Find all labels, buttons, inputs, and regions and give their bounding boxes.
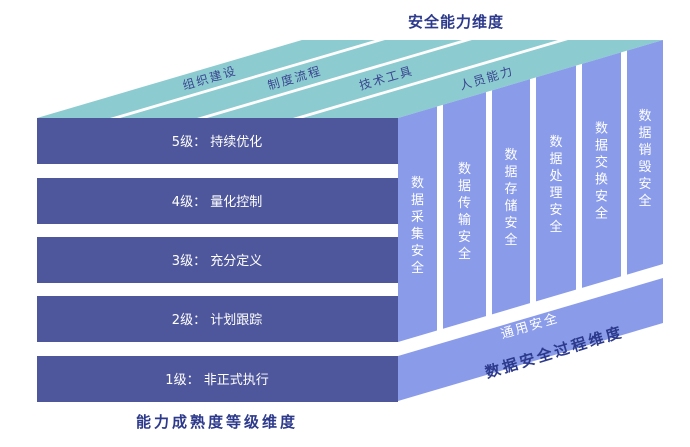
maturity-level-label: 1级： 非正式执行 xyxy=(165,373,268,388)
process-stage-face xyxy=(492,79,530,315)
maturity-level-row: 4级： 量化控制 xyxy=(37,178,398,224)
maturity-level-bar xyxy=(37,237,398,283)
capability-strip-face xyxy=(207,40,558,118)
maturity-level-rows: 5级： 持续优化 4级： 量化控制 3级： 充分定义 2级： 计划跟踪 1级： 非正式执… xyxy=(37,118,398,402)
capability-dimension-title: 安全能力维度 xyxy=(408,13,504,31)
capability-dimension-strips: 组织建设制度流程技术工具人员能力 xyxy=(37,40,663,118)
process-stage-label: 数据销毁安全 xyxy=(638,109,651,209)
process-stage-column: 数据处理安全 xyxy=(536,65,576,302)
maturity-level-label: 2级： 计划跟踪 xyxy=(172,313,262,328)
maturity-level-row: 1级： 非正式执行 xyxy=(37,356,398,402)
maturity-level-bar xyxy=(37,356,398,402)
process-stage-column: 数据传输安全 xyxy=(443,92,486,329)
process-stage-label: 数据存储安全 xyxy=(504,148,517,248)
process-stage-label: 数据交换安全 xyxy=(595,122,608,222)
process-stage-face xyxy=(582,52,621,288)
capability-strip-face xyxy=(37,40,375,118)
maturity-level-bar xyxy=(37,296,398,342)
maturity-level-label: 3级： 充分定义 xyxy=(172,253,262,269)
process-stage-face xyxy=(443,92,486,329)
maturity-level-label: 5级： 持续优化 xyxy=(172,135,262,150)
process-stage-face xyxy=(627,40,663,275)
process-stage-label: 数据传输安全 xyxy=(458,162,471,262)
general-security-face xyxy=(398,278,663,401)
process-stage-columns: 数据采集安全 数据传输安全 数据存储安全 数据处理安全 数据交换安全 数据销毁安全 xyxy=(398,40,663,342)
process-stage-column: 数据采集安全 xyxy=(398,106,437,342)
maturity-level-bar xyxy=(37,118,398,164)
maturity-level-bar xyxy=(37,178,398,224)
process-stage-label: 数据采集安全 xyxy=(411,176,424,276)
maturity-level-row: 5级： 持续优化 xyxy=(37,118,398,164)
maturity-level-label: 4级： 量化控制 xyxy=(172,195,262,210)
capability-strip-face xyxy=(120,40,462,118)
maturity-level-row: 2级： 计划跟踪 xyxy=(37,296,398,342)
capability-strip-face xyxy=(303,40,663,118)
process-stage-column: 数据交换安全 xyxy=(582,52,621,288)
maturity-dimension-title: 能力成熟度等级维度 xyxy=(136,413,298,431)
process-stage-column: 数据销毁安全 xyxy=(627,40,663,275)
maturity-level-row: 3级： 充分定义 xyxy=(37,237,398,283)
process-stage-column: 数据存储安全 xyxy=(492,79,530,315)
process-stage-face xyxy=(398,106,437,342)
process-stage-face xyxy=(536,65,576,302)
process-stage-label: 数据处理安全 xyxy=(549,135,562,235)
